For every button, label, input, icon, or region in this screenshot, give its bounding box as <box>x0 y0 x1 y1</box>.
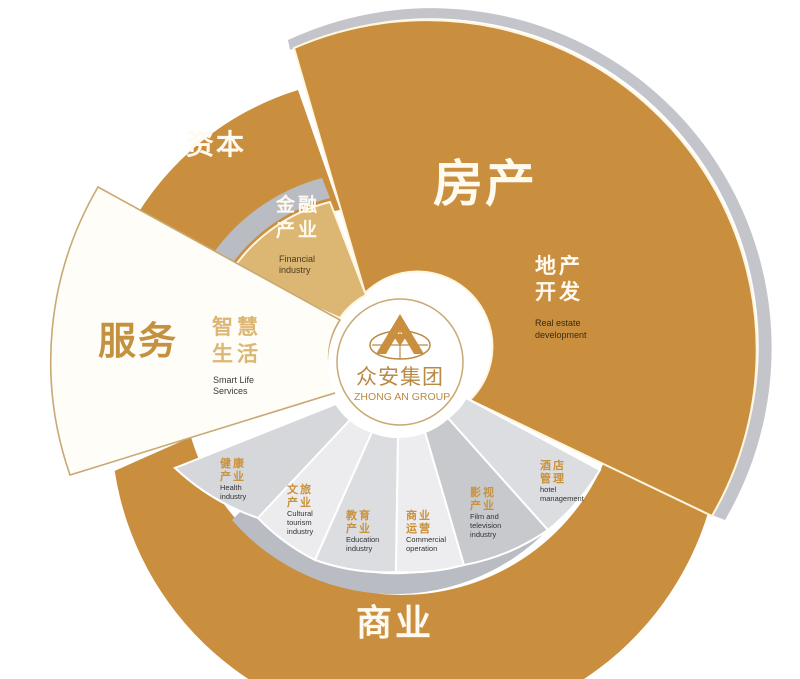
service-sub-cn-1: 智慧 <box>212 315 262 339</box>
center-circle <box>328 290 472 434</box>
commerce-item-en-1: Film and <box>470 512 499 522</box>
commerce-item-cultural-tourism: 文旅 产业 Cultural tourism industry <box>287 483 314 537</box>
real-estate-sub-cn-2: 开发 <box>535 280 583 304</box>
commerce-title: 商业 <box>356 603 435 644</box>
commerce-inner-segments <box>173 396 602 574</box>
commerce-item-cn-2: 产业 <box>220 469 246 483</box>
commerce-item-en-1: Education <box>346 535 380 545</box>
real-estate-sub-cn-1: 地产 <box>535 254 583 278</box>
commerce-outer-ring <box>114 437 713 679</box>
commerce-item-cn-1: 影视 <box>470 486 496 499</box>
commerce-item-film-television: 影视 产业 Film and television industry <box>470 486 502 540</box>
commerce-item-en-1: hotel <box>540 485 557 495</box>
commerce-item-health: 健康 产业 Health industry <box>220 457 247 502</box>
real-estate-sub-en-1: Real estate <box>535 318 581 328</box>
commerce-item-cn-1: 商业 <box>406 509 432 522</box>
zhongan-logo-icon <box>369 314 431 360</box>
real-estate-sub-en-2: development <box>535 330 587 340</box>
commerce-item-cn-2: 运营 <box>406 521 432 535</box>
commerce-item-cn-2: 产业 <box>470 498 496 512</box>
commerce-gray-band <box>232 495 565 595</box>
capital-sub-cn-1: 金融 <box>276 194 321 216</box>
commerce-item-education: 教育 产业 Education industry <box>346 509 380 554</box>
commerce-item-cn-2: 产业 <box>287 495 313 509</box>
capital-sub-en-1: Financial <box>279 254 316 264</box>
commerce-item-en-2: industry <box>346 544 373 554</box>
capital-title: 资本 <box>186 128 247 161</box>
commerce-item-cn-1: 文旅 <box>287 483 313 496</box>
capital-sub-cn-2: 产业 <box>276 219 321 241</box>
commerce-item-cn-1: 酒店 <box>540 459 566 472</box>
commerce-item-en-2: television <box>470 521 502 531</box>
service-sub-cn-2: 生活 <box>212 342 262 366</box>
financial-sector <box>230 200 368 320</box>
commerce-item-hotel: 酒店 管理 hotel management <box>540 459 584 504</box>
capital-sub-en-2: industry <box>279 265 311 275</box>
commerce-item-en-2: industry <box>220 492 247 502</box>
commerce-item-commercial-operation: 商业 运营 Commercial operation <box>406 509 447 554</box>
service-sub-en-1: Smart Life <box>213 375 255 385</box>
commerce-item-cn-1: 健康 <box>220 457 246 470</box>
commerce-item-en-1: Cultural <box>287 509 313 519</box>
capital-gray-band <box>210 178 330 268</box>
real-estate-sector <box>292 19 758 518</box>
service-sector <box>49 185 342 476</box>
commerce-item-cn-1: 教育 <box>346 509 372 522</box>
commerce-item-en-2: management <box>540 494 584 504</box>
center-circle-ring <box>336 298 464 426</box>
commerce-item-en-3: industry <box>287 527 314 537</box>
real-estate-title: 房产 <box>433 155 537 213</box>
commerce-item-en-3: industry <box>470 530 497 540</box>
commerce-item-en-1: Health <box>220 483 242 493</box>
service-title: 服务 <box>98 319 179 363</box>
commerce-item-cn-2: 产业 <box>346 521 372 535</box>
commerce-item-en-1: Commercial <box>406 535 447 545</box>
center-logo-en: ZHONG AN GROUP <box>354 391 451 403</box>
service-sub-en-2: Services <box>213 386 248 396</box>
commerce-item-cn-2: 管理 <box>540 471 566 485</box>
center-logo-cn: 众安集团 <box>356 365 444 389</box>
commerce-item-en-2: operation <box>406 544 438 554</box>
commerce-item-en-2: tourism <box>287 518 312 528</box>
